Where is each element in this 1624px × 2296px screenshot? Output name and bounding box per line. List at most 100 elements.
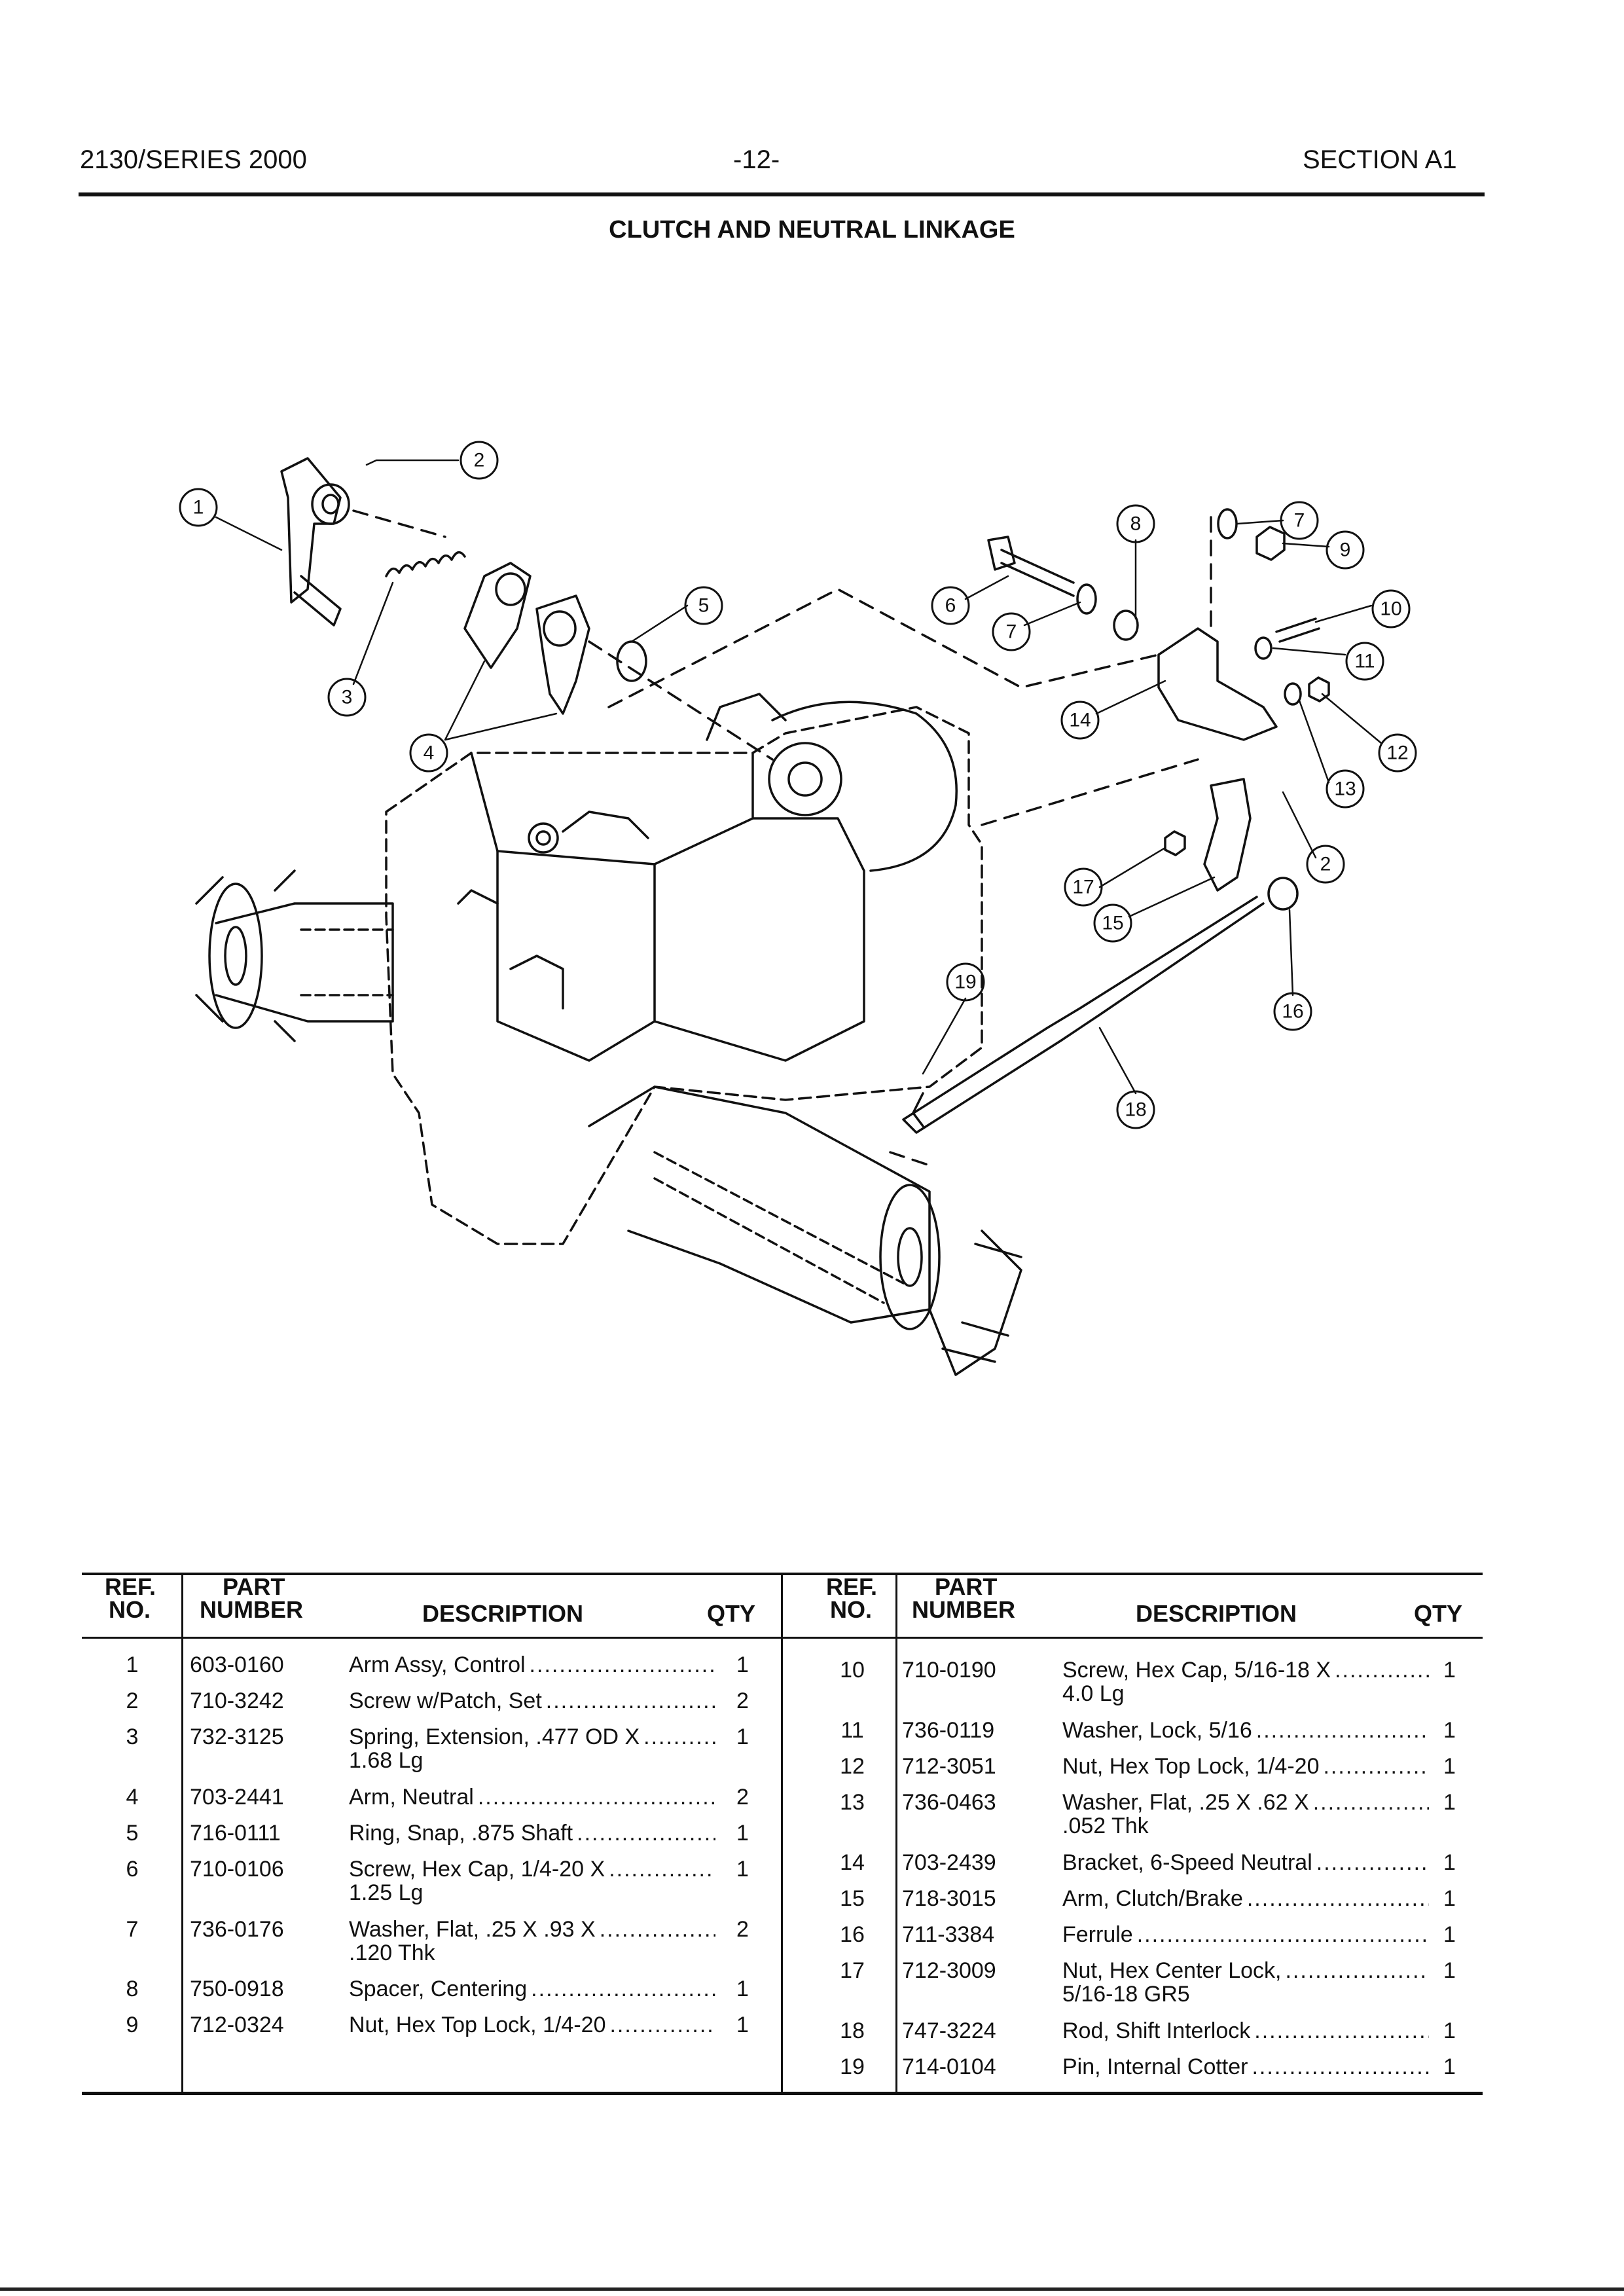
description-line2: 5/16-18 GR5 (1062, 1982, 1190, 2007)
part-number: 712-3009 (902, 1958, 996, 1983)
ferrule-part-16 (1267, 877, 1299, 911)
part-number: 718-3015 (902, 1886, 996, 1911)
description-line1: Nut, Hex Top Lock, 1/4-20 (1062, 1754, 1320, 1779)
callout-6: 6 (945, 595, 956, 617)
part-description: Arm, Clutch/Brake (1062, 1887, 1429, 1910)
description-line1: Ring, Snap, .875 Shaft (349, 1821, 573, 1846)
part-description: Washer, Flat, .25 X .62 X.052 Thk (1062, 1791, 1429, 1838)
left-axle-hub (195, 869, 394, 1042)
description-line1: Washer, Flat, .25 X .62 X (1062, 1790, 1309, 1815)
quantity: 1 (736, 2013, 749, 2037)
bracket-part-14 (1157, 627, 1278, 741)
header-part-line1: PART (223, 1573, 285, 1600)
part-number: 716-0111 (190, 1821, 281, 1846)
description-line2: 4.0 Lg (1062, 1681, 1125, 1706)
part-description: Nut, Hex Top Lock, 1/4-20 (349, 2013, 715, 2037)
column-divider (181, 1573, 183, 2093)
description-line1: Spring, Extension, .477 OD X (349, 1724, 640, 1749)
quantity: 1 (1443, 1922, 1456, 1947)
spring-part-3 (385, 551, 466, 577)
callout-10: 10 (1380, 598, 1401, 620)
quantity: 1 (1443, 1958, 1456, 1983)
part-number: 710-3242 (190, 1688, 284, 1713)
part-number: 603-0160 (190, 1652, 284, 1677)
callout-17: 17 (1072, 877, 1094, 898)
header-ref-line1: REF. (826, 1573, 878, 1600)
callout-2: 2 (474, 450, 485, 471)
part-description: Washer, Flat, .25 X .93 X.120 Thk (349, 1918, 715, 1965)
description-line1: Screw, Hex Cap, 5/16-18 X (1062, 1658, 1331, 1683)
part-number: 712-3051 (902, 1754, 996, 1779)
part-number: 732-3125 (190, 1724, 284, 1749)
part-number: 711-3384 (902, 1922, 995, 1947)
column-divider (895, 1573, 897, 2093)
description-line1: Screw, Hex Cap, 1/4-20 X (349, 1857, 605, 1882)
quantity: 1 (1443, 1718, 1456, 1743)
header-part-line2: NUMBER (912, 1596, 1015, 1623)
part-number: 736-0463 (902, 1790, 996, 1815)
part-description: Arm Assy, Control (349, 1653, 715, 1677)
part-number: 736-0176 (190, 1917, 284, 1942)
callout-7: 7 (1006, 621, 1017, 643)
callout-4: 4 (424, 742, 435, 764)
ref-number: 13 (840, 1790, 865, 1815)
part-description: Rod, Shift Interlock (1062, 2019, 1429, 2043)
description-line1: Screw w/Patch, Set (349, 1688, 542, 1713)
quantity: 2 (736, 1688, 749, 1713)
description-line1: Arm, Neutral (349, 1785, 474, 1810)
callout-15: 15 (1102, 913, 1123, 934)
right-axle-hub (588, 1085, 1022, 1376)
transmission-housing (385, 693, 983, 1245)
ref-number: 15 (840, 1886, 865, 1911)
ref-number: 12 (840, 1754, 865, 1779)
description-line1: Bracket, 6-Speed Neutral (1062, 1850, 1312, 1875)
quantity: 1 (736, 1652, 749, 1677)
quantity: 1 (1443, 1886, 1456, 1911)
screw-part-10 (1275, 617, 1320, 643)
callout-9: 9 (1340, 539, 1351, 561)
nut-part-12 (1308, 676, 1330, 702)
quantity: 1 (1443, 1754, 1456, 1779)
callout-2b: 2 (1320, 854, 1331, 875)
ref-number: 14 (840, 1850, 865, 1875)
header-ref-line2: NO. (830, 1596, 873, 1623)
callout-12: 12 (1386, 742, 1408, 764)
callout-14: 14 (1069, 710, 1091, 731)
callout-19: 19 (954, 972, 976, 993)
description-line1: Nut, Hex Center Lock, (1062, 1958, 1282, 1983)
part-description: Pin, Internal Cotter (1062, 2055, 1429, 2079)
page-number: -12- (733, 145, 780, 174)
ref-number: 3 (126, 1724, 139, 1749)
part-number: 703-2439 (902, 1850, 996, 1875)
description-line1: Washer, Flat, .25 X .93 X (349, 1917, 596, 1942)
header-qty: QTY (1414, 1600, 1463, 1627)
ref-number: 11 (840, 1718, 864, 1743)
header-rule (79, 192, 1485, 196)
description-line2: .120 Thk (349, 1941, 435, 1965)
ref-number: 18 (840, 2018, 865, 2043)
description-line1: Arm, Clutch/Brake (1062, 1886, 1243, 1911)
page-bottom-rule (0, 2287, 1624, 2291)
header-qty: QTY (707, 1600, 756, 1627)
part-number: 710-0190 (902, 1658, 996, 1683)
quantity: 1 (1443, 1790, 1456, 1815)
part-number: 736-0119 (902, 1718, 995, 1743)
control-arm-part-1 (280, 457, 350, 627)
quantity: 1 (1443, 1658, 1456, 1683)
quantity: 1 (736, 1977, 749, 2001)
header-left: 2130/SERIES 2000 (80, 145, 307, 174)
part-description: Ferrule (1062, 1923, 1429, 1946)
description-line2: .052 Thk (1062, 1813, 1149, 1838)
quantity: 1 (1443, 2018, 1456, 2043)
ref-number: 2 (126, 1688, 139, 1713)
header-ref-line1: REF. (105, 1573, 156, 1600)
ref-number: 17 (840, 1958, 865, 1983)
description-line1: Washer, Lock, 5/16 (1062, 1718, 1252, 1743)
part-description: Nut, Hex Top Lock, 1/4-20 (1062, 1755, 1429, 1778)
part-description: Bracket, 6-Speed Neutral (1062, 1851, 1429, 1874)
header-ref-line2: NO. (109, 1596, 151, 1623)
callout-5: 5 (698, 595, 710, 617)
ref-number: 6 (126, 1857, 139, 1882)
ref-number: 1 (126, 1652, 139, 1677)
neutral-arm-part-4 (463, 562, 590, 715)
